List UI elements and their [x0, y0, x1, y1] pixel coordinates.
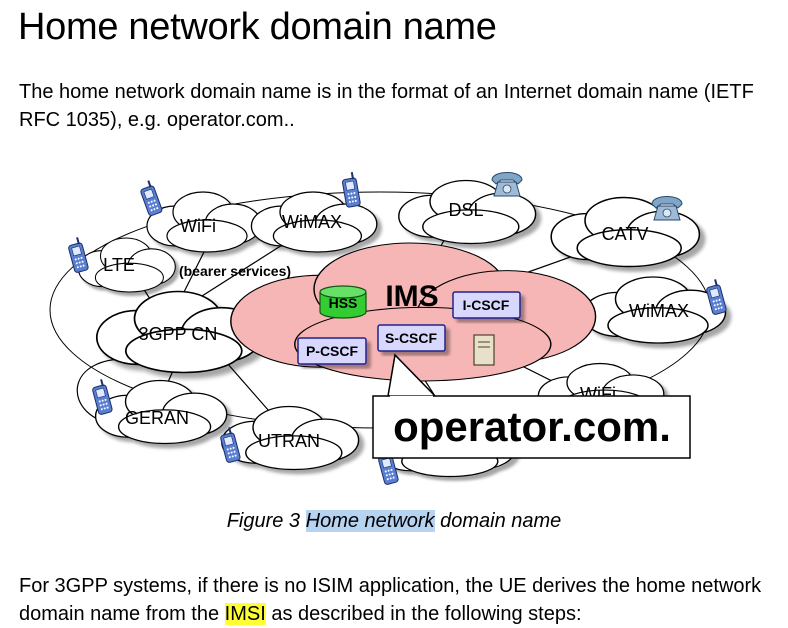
hss-database-icon: [319, 285, 367, 319]
imsi-highlight: IMSI: [224, 603, 266, 625]
outro-text-after: as described in the following steps:: [265, 603, 582, 625]
operator-callout-box: [372, 395, 691, 459]
ims-label: IMS: [385, 280, 438, 313]
operator-callout-text: operator.com.: [393, 403, 671, 450]
cloud-label-wifi-top: WiFi: [180, 216, 216, 236]
desk-phone-icon: [491, 172, 523, 197]
mobile-phone-icon: [65, 236, 90, 274]
page-title: Home network domain name: [18, 6, 497, 48]
cloud-label-3gpp-cn: 3GPP CN: [139, 324, 218, 344]
cloud-label-wimax-top: WiMAX: [282, 212, 342, 232]
figure-caption: Figure 3 Home network domain name: [0, 510, 788, 533]
mobile-phone-icon: [137, 179, 164, 217]
pcscf-box: P-CSCF: [297, 337, 367, 365]
scscf-box: S-CSCF: [377, 324, 446, 352]
icscf-box: I-CSCF: [452, 291, 521, 319]
cloud-label-utran: UTRAN: [258, 431, 320, 451]
cloud-label-geran: GERAN: [125, 408, 189, 428]
mobile-phone-icon: [89, 378, 114, 416]
outro-paragraph: For 3GPP systems, if there is no ISIM ap…: [19, 572, 779, 628]
outro-text-before: For 3GPP systems, if there is no ISIM ap…: [19, 575, 762, 625]
cloud-label-dsl: DSL: [448, 200, 483, 220]
server-icon: [473, 334, 495, 366]
bearer-services-label: (bearer services): [179, 263, 291, 279]
mobile-phone-icon: [340, 171, 362, 209]
caption-suffix: domain name: [434, 510, 562, 532]
cloud-label-catv: CATV: [602, 224, 649, 244]
network-diagram: WiFi WiMAX DSL CATV LTE WiMAX 3GPP CN GE…: [49, 171, 728, 486]
hss-label: HSS: [329, 295, 358, 311]
pcscf-label: P-CSCF: [306, 343, 359, 359]
caption-prefix: Figure 3: [226, 510, 306, 532]
cloud-label-lte: LTE: [103, 255, 135, 275]
caption-highlight: Home network: [305, 510, 435, 532]
intro-paragraph: The home network domain name is in the f…: [19, 81, 754, 131]
cloud-label-wimax-right: WiMAX: [629, 301, 689, 321]
icscf-label: I-CSCF: [463, 297, 510, 313]
scscf-label: S-CSCF: [385, 330, 438, 346]
